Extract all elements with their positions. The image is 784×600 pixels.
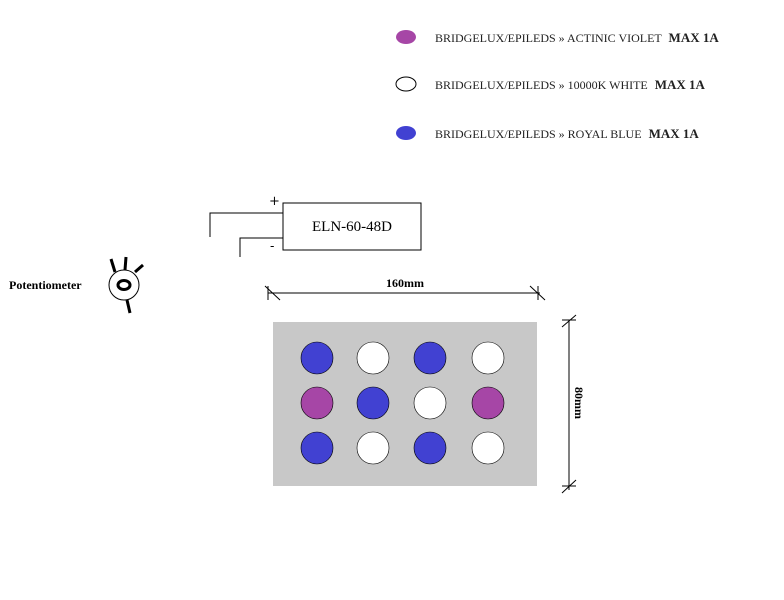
led-blue bbox=[413, 341, 447, 375]
led-white bbox=[471, 341, 505, 375]
led-violet bbox=[300, 386, 334, 420]
height-label: 80mm bbox=[572, 387, 586, 419]
plus-label: + bbox=[269, 194, 280, 209]
led-grid bbox=[300, 341, 505, 465]
led-blue bbox=[413, 431, 447, 465]
led-white bbox=[356, 341, 390, 375]
legend-max: MAX 1A bbox=[669, 30, 720, 45]
led-blue bbox=[300, 341, 334, 375]
negative-wire bbox=[239, 237, 283, 257]
led-white bbox=[356, 431, 390, 465]
led-blue bbox=[356, 386, 390, 420]
led-violet bbox=[471, 386, 505, 420]
legend-text: BRIDGELUX/EPILEDS » 10000K WHITE bbox=[435, 78, 651, 92]
minus-label: - bbox=[270, 239, 274, 254]
potentiometer-icon bbox=[108, 256, 144, 314]
legend: BRIDGELUX/EPILEDS » ACTINIC VIOLET MAX 1… bbox=[395, 30, 719, 141]
positive-wire bbox=[209, 212, 283, 237]
legend-swatch bbox=[395, 76, 417, 92]
legend-swatch bbox=[396, 30, 416, 44]
led-white bbox=[413, 386, 447, 420]
width-dimension bbox=[264, 285, 546, 301]
height-dimension bbox=[561, 314, 577, 494]
led-blue bbox=[300, 431, 334, 465]
legend-max: MAX 1A bbox=[649, 126, 700, 141]
potentiometer-label: Potentiometer bbox=[9, 278, 82, 292]
legend-item: BRIDGELUX/EPILEDS » ACTINIC VIOLET MAX 1… bbox=[435, 30, 719, 45]
legend-swatch bbox=[396, 126, 416, 140]
legend-item: BRIDGELUX/EPILEDS » ROYAL BLUE MAX 1A bbox=[435, 126, 699, 141]
led-white bbox=[471, 431, 505, 465]
legend-max: MAX 1A bbox=[655, 77, 706, 92]
legend-text: BRIDGELUX/EPILEDS » ACTINIC VIOLET bbox=[435, 31, 665, 45]
legend-text: BRIDGELUX/EPILEDS » ROYAL BLUE bbox=[435, 127, 645, 141]
driver-label: ELN-60-48D bbox=[312, 219, 392, 235]
driver-wiring bbox=[209, 202, 422, 257]
driver-box bbox=[282, 202, 422, 251]
legend-item: BRIDGELUX/EPILEDS » 10000K WHITE MAX 1A bbox=[435, 77, 706, 92]
width-label: 160mm bbox=[386, 276, 424, 290]
